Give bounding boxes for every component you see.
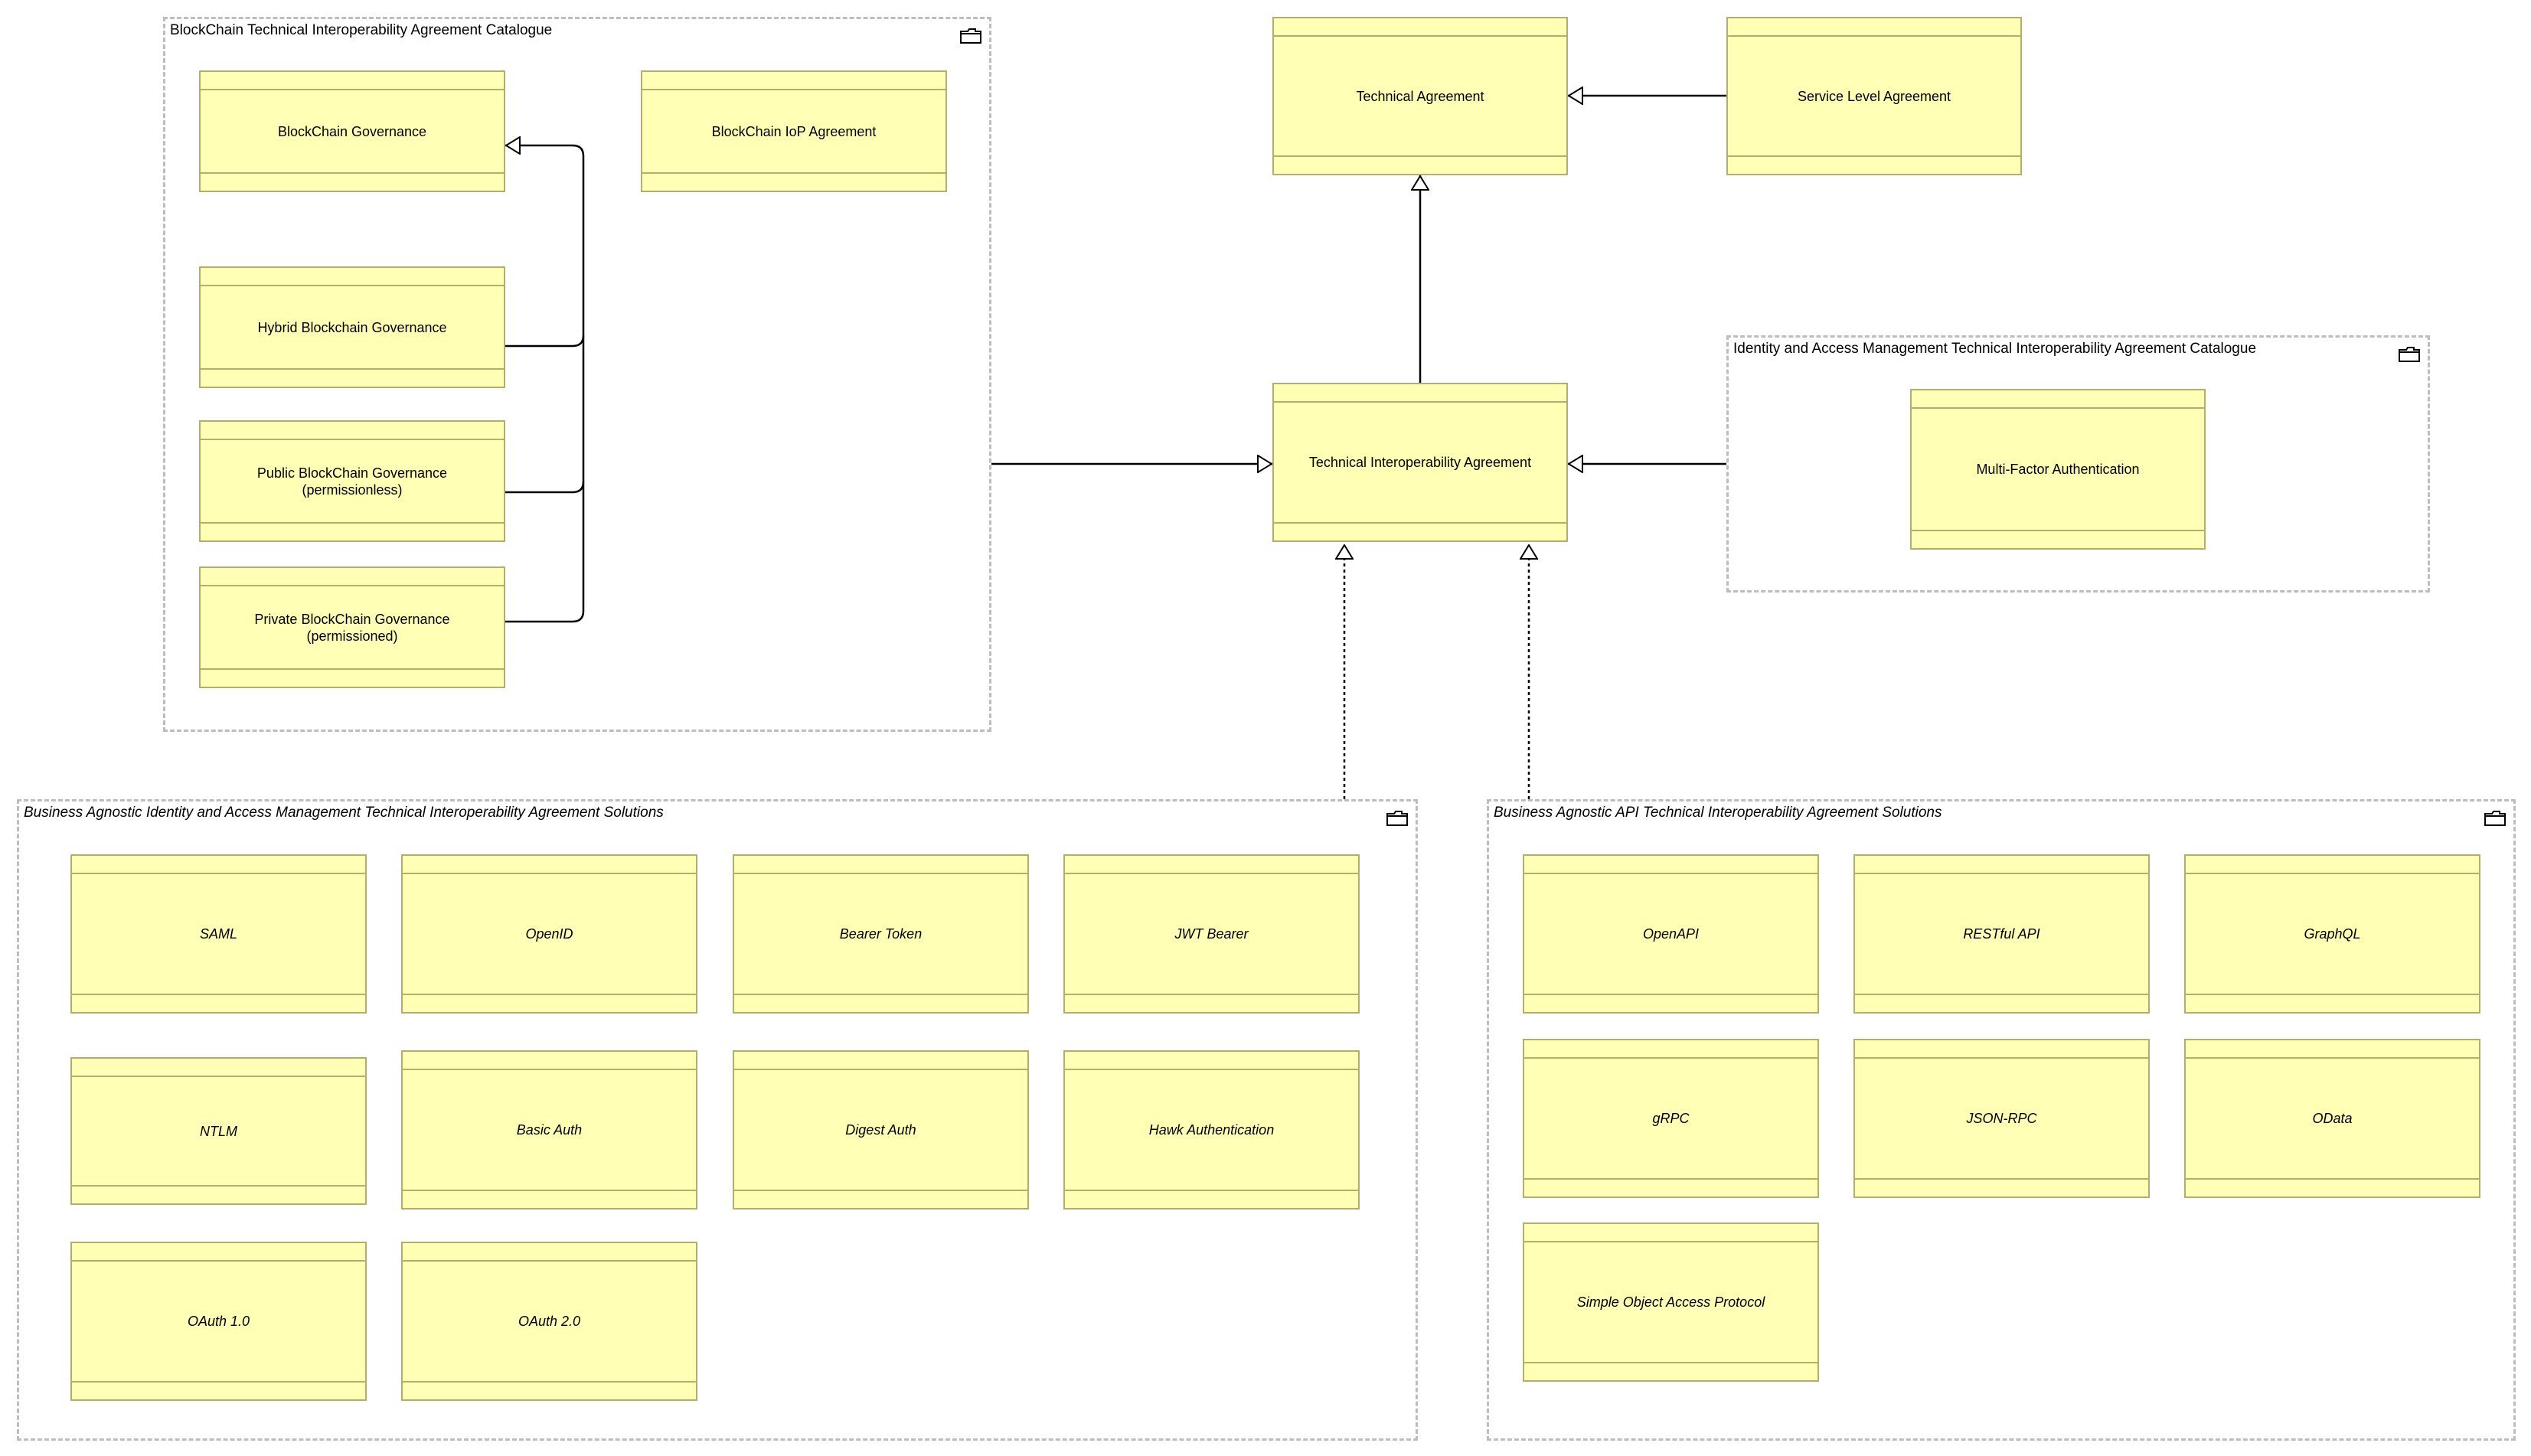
oauth2-element[interactable]: OAuth 2.0 <box>401 1242 697 1401</box>
group-title: BlockChain Technical Interoperability Ag… <box>170 22 553 38</box>
element-label: Hawk Authentication <box>1148 1122 1275 1138</box>
element-label: Simple Object Access Protocol <box>1576 1294 1765 1310</box>
json-rpc-element[interactable]: JSON-RPC <box>1853 1039 2150 1198</box>
element-label: OAuth 2.0 <box>518 1314 581 1329</box>
basic-auth-element[interactable]: Basic Auth <box>401 1050 697 1210</box>
element-label: gRPC <box>1652 1111 1690 1126</box>
element-label: JWT Bearer <box>1174 926 1249 942</box>
odata-element[interactable]: OData <box>2184 1039 2480 1198</box>
folder-icon <box>960 28 981 44</box>
element-label: Multi-Factor Authentication <box>1976 462 2140 477</box>
ntlm-element[interactable]: NTLM <box>70 1057 367 1205</box>
element-label: OpenID <box>525 926 573 942</box>
graphql-element[interactable]: GraphQL <box>2184 854 2480 1014</box>
element-label: SAML <box>199 926 238 942</box>
element-label: JSON-RPC <box>1966 1111 2037 1126</box>
private-to-governance-edge <box>505 482 585 623</box>
openapi-element[interactable]: OpenAPI <box>1523 854 1819 1014</box>
hawk-authentication-element[interactable]: Hawk Authentication <box>1063 1050 1360 1210</box>
element-label: Basic Auth <box>516 1122 583 1138</box>
element-label: OAuth 1.0 <box>187 1314 250 1329</box>
group-title: Identity and Access Management Technical… <box>1733 341 2257 357</box>
element-label: OpenAPI <box>1642 926 1700 942</box>
folder-icon <box>1386 811 1408 826</box>
restful-api-element[interactable]: RESTful API <box>1853 854 2150 1014</box>
jwt-bearer-element[interactable]: JWT Bearer <box>1063 854 1360 1014</box>
service-level-agreement-element[interactable]: Service Level Agreement <box>1726 17 2022 175</box>
bearer-token-element[interactable]: Bearer Token <box>733 854 1029 1014</box>
element-label: Technical Agreement <box>1356 88 1484 104</box>
technical-agreement-element[interactable]: Technical Agreement <box>1272 17 1568 175</box>
iam-catalogue-group[interactable]: Identity and Access Management Technical… <box>1726 335 2430 593</box>
element-label: Private BlockChain Governance (permissio… <box>254 611 450 644</box>
element-label: Hybrid Blockchain Governance <box>257 319 447 335</box>
iam-solutions-group[interactable]: Business Agnostic Identity and Access Ma… <box>17 799 1418 1441</box>
element-label: RESTful API <box>1963 926 2040 942</box>
technical-interoperability-agreement-element[interactable]: Technical Interoperability Agreement <box>1272 383 1568 542</box>
element-label: NTLM <box>200 1123 237 1139</box>
hybrid-blockchain-governance-element[interactable]: Hybrid Blockchain Governance <box>199 266 505 388</box>
blockchain-governance-element[interactable]: BlockChain Governance <box>199 70 505 192</box>
digest-auth-element[interactable]: Digest Auth <box>733 1050 1029 1210</box>
element-label: Service Level Agreement <box>1797 88 1951 104</box>
api-solutions-group[interactable]: Business Agnostic API Technical Interope… <box>1487 799 2516 1441</box>
openid-element[interactable]: OpenID <box>401 854 697 1014</box>
element-label: OData <box>2312 1111 2353 1126</box>
oauth1-element[interactable]: OAuth 1.0 <box>70 1242 367 1401</box>
hybrid-to-governance-edge <box>505 145 585 348</box>
grpc-element[interactable]: gRPC <box>1523 1039 1819 1198</box>
folder-icon <box>2484 811 2506 826</box>
multi-factor-authentication-element[interactable]: Multi-Factor Authentication <box>1910 389 2206 550</box>
group-title: Business Agnostic API Technical Interope… <box>1494 805 1942 821</box>
soap-element[interactable]: Simple Object Access Protocol <box>1523 1223 1819 1382</box>
element-label: BlockChain Governance <box>277 123 427 139</box>
element-label: GraphQL <box>2304 926 2361 942</box>
element-label: Public BlockChain Governance (permission… <box>256 465 448 498</box>
public-blockchain-governance-element[interactable]: Public BlockChain Governance (permission… <box>199 420 505 542</box>
element-label: Digest Auth <box>845 1122 916 1138</box>
blockchain-iop-agreement-element[interactable]: BlockChain IoP Agreement <box>641 70 947 192</box>
public-to-governance-edge <box>505 335 585 494</box>
private-blockchain-governance-element[interactable]: Private BlockChain Governance (permissio… <box>199 566 505 688</box>
group-title: Business Agnostic Identity and Access Ma… <box>24 805 664 821</box>
blockchain-catalogue-group[interactable]: BlockChain Technical Interoperability Ag… <box>163 17 991 732</box>
folder-icon <box>2399 347 2420 362</box>
saml-element[interactable]: SAML <box>70 854 367 1014</box>
element-label: Bearer Token <box>839 926 923 942</box>
element-label: BlockChain IoP Agreement <box>711 123 877 139</box>
element-label: Technical Interoperability Agreement <box>1308 455 1532 470</box>
